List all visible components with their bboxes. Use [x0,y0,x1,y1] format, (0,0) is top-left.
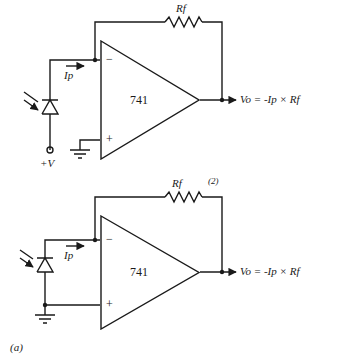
resistor-label: Rf [176,3,186,14]
output-equation: Vo = -Ip × Rf [240,266,299,277]
supply-label: +V [40,158,54,169]
current-label: Ip [64,250,73,261]
op-amp-outline [101,41,199,159]
current-arrow [66,245,84,246]
input-sign: − [106,233,113,245]
junction-dot [93,238,97,242]
junction-dot [220,270,224,274]
light-arrows [20,250,33,267]
part-number: 741 [130,266,148,278]
output-wire [200,271,236,272]
wire [202,197,222,272]
op-amp: − 741 + [100,215,200,330]
ground-symbol [35,305,100,323]
wire [50,60,95,100]
terminal [47,147,53,153]
input-sign: + [106,133,113,145]
note-number: (2) [208,177,219,186]
output-equation: Vo = -Ip × Rf [240,94,299,105]
resistor-label: Rf [172,178,182,189]
resistor-symbol [165,17,202,27]
photodiode-symbol [42,100,58,150]
light-arrows [24,92,38,110]
op-amp-triangle [100,215,200,330]
current-arrow [66,65,84,66]
op-amp: − 741 + [100,40,200,160]
figure-label: (a) [10,342,23,353]
junction-dot [93,58,97,62]
input-sign: − [106,53,113,65]
ground-symbol [70,140,100,158]
wire [202,22,222,100]
op-amp-triangle [100,40,200,160]
current-label: Ip [64,70,73,81]
op-amp-outline [101,216,199,329]
output-wire [200,99,236,100]
input-sign: + [106,298,113,310]
junction-dot [220,98,224,102]
part-number: 741 [130,94,148,106]
junction-dot [43,303,47,307]
resistor-symbol [165,192,202,202]
photodiode-symbol [37,258,53,315]
